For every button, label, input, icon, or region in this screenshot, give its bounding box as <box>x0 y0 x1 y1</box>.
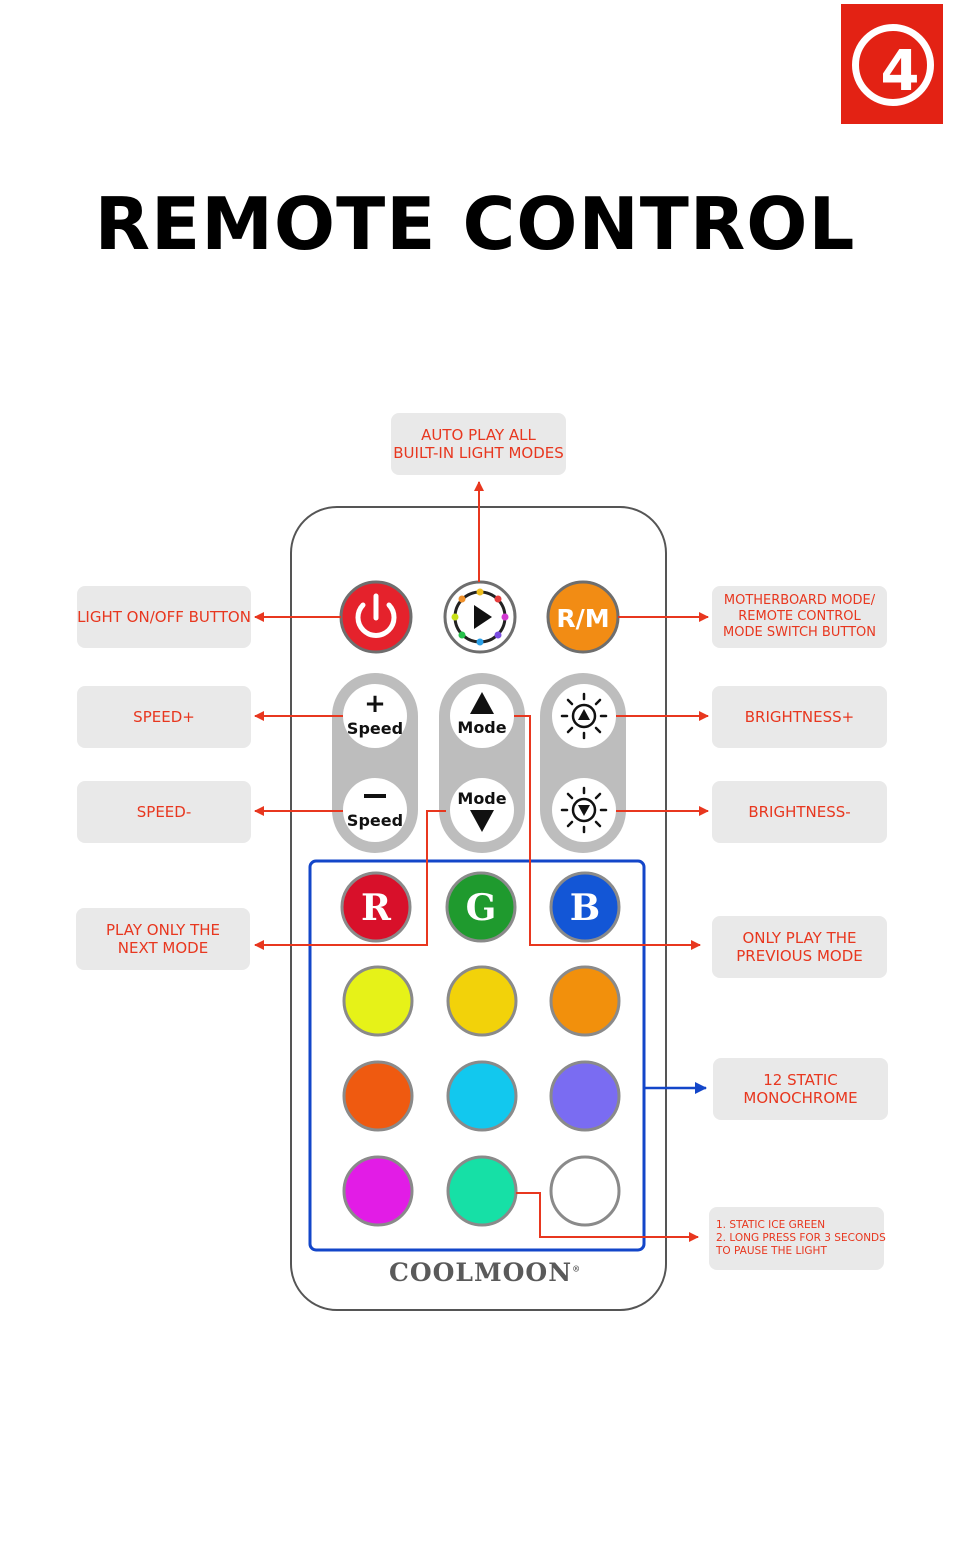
color-button-g[interactable]: G <box>445 871 517 943</box>
color-button-b[interactable]: B <box>549 871 621 943</box>
mode-up-button[interactable]: Mode <box>450 684 514 748</box>
minus-icon <box>364 794 386 798</box>
sun-down-icon <box>560 786 608 834</box>
brand-logo: COOLMOON® <box>388 1258 582 1287</box>
badge-ring: 4 <box>852 24 934 106</box>
color-swatch-button[interactable] <box>342 965 414 1037</box>
callout-light-on-off: LIGHT ON/OFF BUTTON <box>77 586 251 648</box>
callout-brightness-minus: BRIGHTNESS- <box>712 781 887 843</box>
callout-lines <box>254 481 709 1242</box>
speed-label: Speed <box>347 811 403 830</box>
callout-speed-minus: SPEED- <box>77 781 251 843</box>
step-badge: 4 <box>841 4 943 124</box>
brightness-up-button[interactable] <box>552 684 616 748</box>
callout-speed-plus: SPEED+ <box>77 686 251 748</box>
triangle-up-icon <box>470 692 494 714</box>
speed-minus-button[interactable]: Speed <box>343 778 407 842</box>
color-button-label: B <box>570 887 600 929</box>
ice-green-arrow <box>516 1192 699 1242</box>
mode-label: Mode <box>457 789 506 808</box>
color-swatch-button[interactable] <box>342 1060 414 1132</box>
brightness-down-button[interactable] <box>552 778 616 842</box>
page-title: REMOTE CONTROL <box>94 182 856 266</box>
power-button[interactable] <box>339 580 413 654</box>
play-icon <box>474 605 492 629</box>
color-buttons-frame <box>308 859 646 1252</box>
auto-play-button[interactable] <box>443 580 517 654</box>
mode-label: Mode <box>457 718 506 737</box>
color-swatch-button[interactable] <box>446 1060 518 1132</box>
triangle-down-icon <box>470 810 494 832</box>
next-mode-arrow <box>254 810 446 950</box>
sun-up-icon <box>560 692 608 740</box>
speed-plus-button[interactable]: + Speed <box>343 684 407 748</box>
mode-down-button[interactable]: Mode <box>450 778 514 842</box>
callout-brightness-plus: BRIGHTNESS+ <box>712 686 887 748</box>
color-button-r[interactable]: R <box>340 871 412 943</box>
plus-icon: + <box>364 689 386 719</box>
speed-label: Speed <box>347 719 403 738</box>
color-swatch-button[interactable] <box>549 1060 621 1132</box>
color-swatch-button[interactable] <box>549 965 621 1037</box>
color-button-label: G <box>466 887 497 929</box>
rm-label: R/M <box>556 604 609 633</box>
color-swatch-button[interactable] <box>446 1155 518 1227</box>
badge-number: 4 <box>880 39 920 104</box>
previous-mode-arrow <box>514 715 701 950</box>
power-icon <box>355 593 397 638</box>
color-button-label: R <box>361 887 392 929</box>
color-swatch-button[interactable] <box>342 1155 414 1227</box>
rm-button[interactable]: R/M <box>546 580 620 654</box>
color-swatch-button[interactable] <box>446 965 518 1037</box>
color-swatch-button[interactable] <box>549 1155 621 1227</box>
